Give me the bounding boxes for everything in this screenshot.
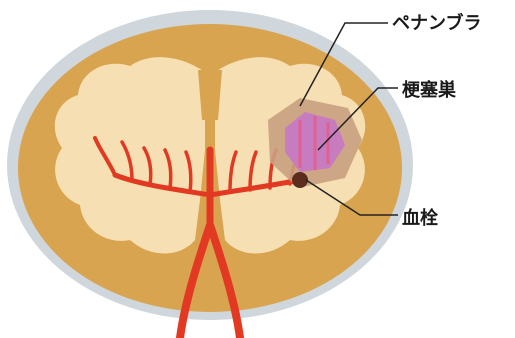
- thrombus-label: 血栓: [402, 204, 438, 230]
- infarct-core-label: 梗塞巣: [402, 76, 456, 102]
- penumbra-label: ペナンブラ: [392, 9, 481, 35]
- thrombus-marker: [292, 172, 308, 188]
